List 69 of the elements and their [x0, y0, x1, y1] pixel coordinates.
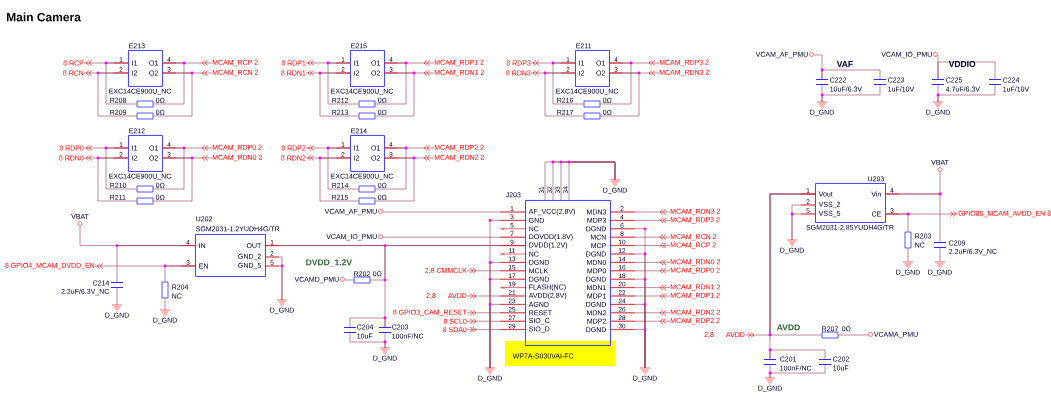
ground-symbol: [153, 309, 177, 324]
wire: [769, 349, 826, 360]
resistor-symbol: [110, 194, 165, 205]
wire: [939, 247, 941, 263]
resistor-symbol: [332, 97, 387, 108]
resistor-symbol: [557, 97, 612, 108]
rail-name: VDDIO: [948, 61, 976, 67]
ic-symbol: [556, 43, 619, 95]
wire: [319, 72, 359, 117]
resistor-symbol: [110, 182, 165, 193]
wire: [769, 364, 826, 379]
resistor-symbol: [904, 231, 932, 249]
capacitor-symbol: [61, 280, 124, 296]
resistor-symbol: [110, 109, 165, 120]
ic-symbol: [109, 128, 172, 180]
ic-symbol: [186, 216, 280, 277]
resistor-symbol: [110, 97, 165, 108]
capacitor-symbol: [933, 240, 997, 256]
capacitor-symbol: [988, 77, 1030, 92]
rail-name: AVDD: [776, 324, 800, 331]
capacitor-symbol: [818, 356, 850, 371]
ground-symbol: [105, 304, 129, 319]
resistor-symbol: [353, 271, 382, 284]
capacitor-symbol: [873, 77, 915, 92]
wire: [319, 157, 359, 202]
resistor-symbol: [332, 182, 387, 193]
ic-symbol: [505, 186, 626, 366]
ground-symbol: [633, 367, 657, 382]
ic-symbol: [806, 176, 894, 230]
wire: [116, 287, 118, 306]
wire: [349, 317, 386, 328]
capacitor-symbol: [378, 324, 424, 339]
wire: [97, 72, 137, 117]
resistor-symbol: [332, 194, 387, 205]
resistor-symbol: [821, 326, 851, 339]
wire: [344, 279, 354, 281]
wire: [907, 248, 909, 263]
wire: [97, 157, 137, 202]
capacitor-symbol: [763, 356, 812, 371]
ground-symbol: [780, 239, 804, 254]
capacitor-symbol: [815, 77, 862, 92]
wire: [821, 69, 881, 80]
ground-symbol: [810, 101, 834, 116]
ic-symbol: [331, 128, 394, 180]
ic-symbol: [331, 43, 394, 95]
ground-symbol: [373, 347, 397, 362]
ic-symbol: [109, 43, 172, 95]
ground-symbol: [758, 377, 782, 392]
wire: [544, 72, 584, 117]
ground-symbol: [603, 179, 627, 194]
wire: [838, 334, 869, 336]
title: Main Camera: [7, 12, 81, 22]
wire: [164, 298, 166, 311]
ground-symbol: [270, 299, 294, 314]
wire: [384, 332, 386, 349]
resistor-symbol: [332, 109, 387, 120]
rail-name: DVDD_1.2V: [306, 259, 352, 267]
ground-symbol: [928, 261, 952, 276]
capacitor-symbol: [343, 324, 374, 339]
ground-symbol: [896, 261, 920, 276]
wire: [821, 84, 881, 103]
resistor-symbol: [557, 109, 612, 120]
capacitor-symbol: [931, 77, 980, 92]
rail-name: VAF: [836, 61, 853, 67]
wire: [937, 84, 996, 103]
ground-symbol: [478, 367, 502, 382]
resistor-symbol: [161, 281, 189, 299]
wire: [937, 61, 996, 80]
ground-symbol: [926, 101, 950, 116]
